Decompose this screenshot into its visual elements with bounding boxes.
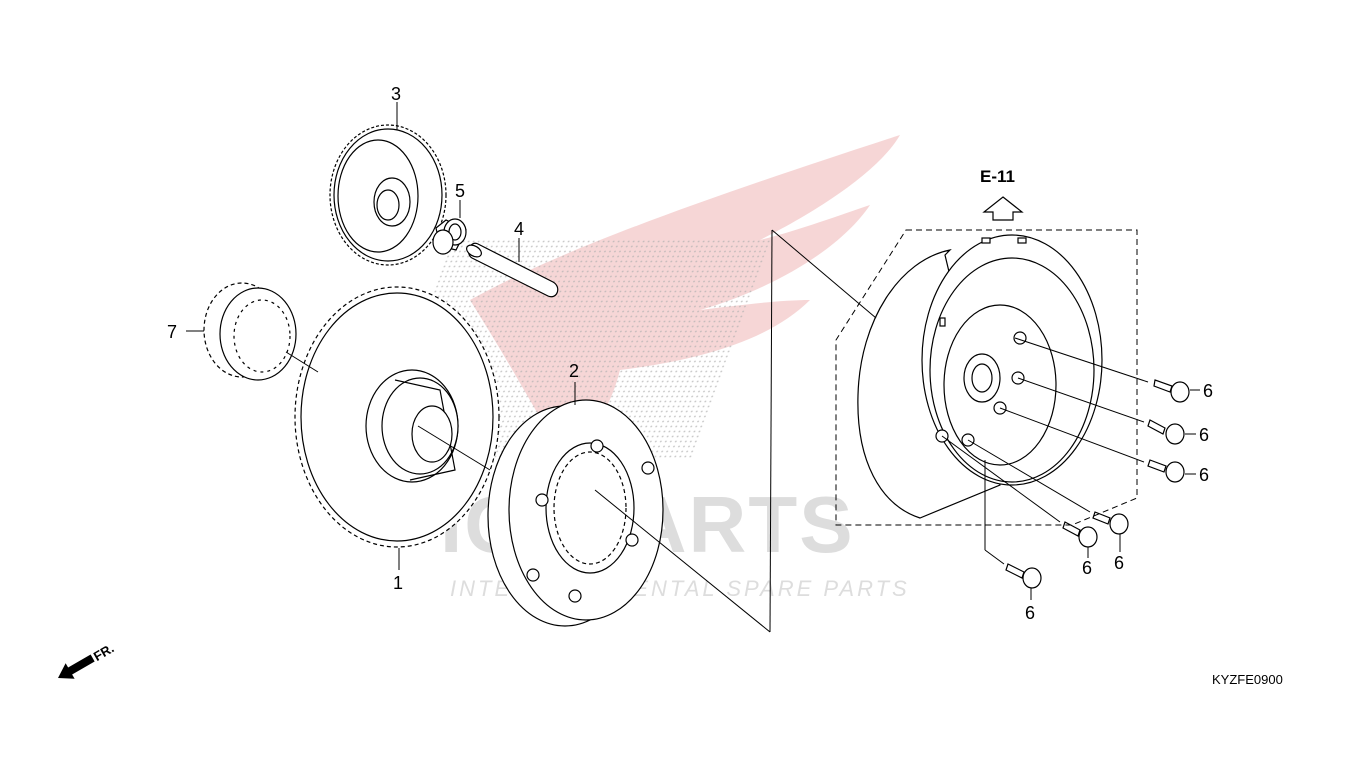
reference-dashed-box bbox=[835, 229, 1138, 526]
shaft-part-4 bbox=[466, 242, 559, 298]
direction-label: FR. bbox=[91, 640, 117, 663]
diagram-code: KYZFE0900 bbox=[1212, 672, 1283, 687]
callout-4: 4 bbox=[514, 219, 524, 239]
callout-6d: 6 bbox=[1114, 553, 1124, 573]
leader-lines bbox=[186, 102, 1200, 633]
arrow-left-icon bbox=[58, 654, 95, 679]
bolt-3 bbox=[1147, 459, 1185, 483]
bolts-part-6 bbox=[1005, 379, 1190, 589]
bolt-4 bbox=[1092, 511, 1129, 535]
up-arrow-icon bbox=[982, 196, 1024, 221]
callout-6e: 6 bbox=[1082, 558, 1092, 578]
bushing-part-5 bbox=[432, 218, 467, 255]
bolt-1 bbox=[1153, 379, 1190, 403]
flywheel-rotor bbox=[857, 234, 1103, 519]
bolt-5 bbox=[1062, 521, 1098, 548]
bolt-2 bbox=[1147, 419, 1185, 445]
starter-clutch-part-2 bbox=[487, 399, 664, 627]
callout-5: 5 bbox=[455, 181, 465, 201]
driven-gear-part-1 bbox=[294, 286, 500, 548]
callout-7: 7 bbox=[167, 322, 177, 342]
callout-6a: 6 bbox=[1203, 381, 1213, 401]
callout-6c: 6 bbox=[1199, 465, 1209, 485]
callouts: 1 2 3 4 5 6 6 6 6 6 6 7 bbox=[167, 84, 1213, 623]
needle-bearing-part-7 bbox=[203, 282, 297, 381]
gear-part-3 bbox=[329, 124, 447, 266]
callout-2: 2 bbox=[569, 361, 579, 381]
callout-6b: 6 bbox=[1199, 425, 1209, 445]
callout-3: 3 bbox=[391, 84, 401, 104]
bolt-6 bbox=[1005, 563, 1042, 589]
reference-e11: E-11 bbox=[980, 167, 1024, 221]
reference-label: E-11 bbox=[980, 167, 1015, 186]
front-direction-indicator: FR. bbox=[58, 640, 117, 679]
callout-1: 1 bbox=[393, 573, 403, 593]
callout-6f: 6 bbox=[1025, 603, 1035, 623]
